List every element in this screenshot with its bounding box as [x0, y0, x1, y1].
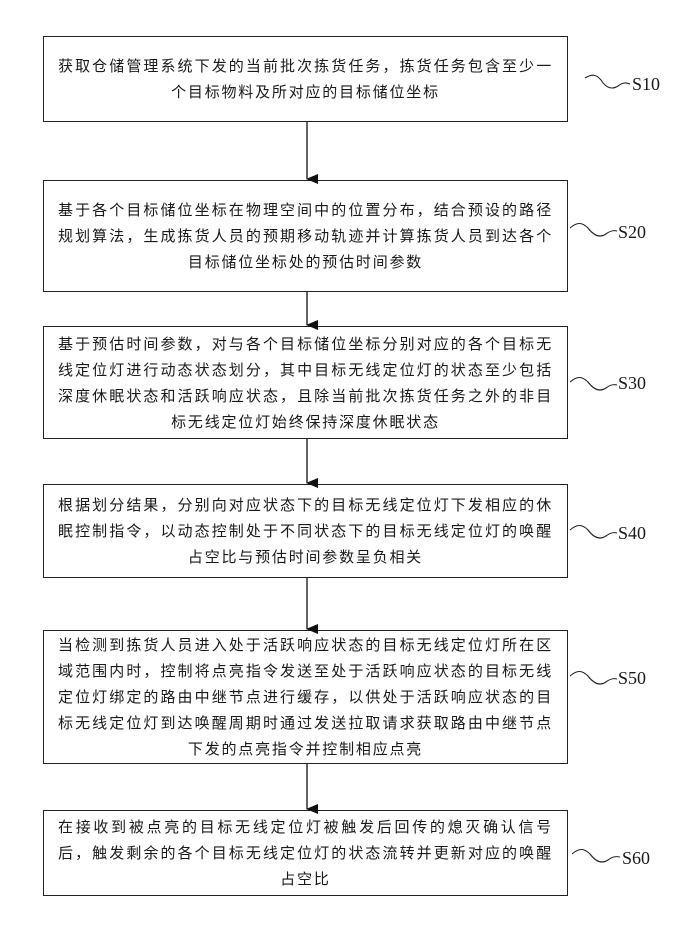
leader-s20 [570, 224, 617, 237]
leader-s40 [570, 526, 617, 539]
leader-s10 [585, 75, 630, 88]
leader-s50 [570, 672, 617, 685]
leader-s60 [572, 850, 620, 863]
leader-s30 [570, 378, 617, 391]
